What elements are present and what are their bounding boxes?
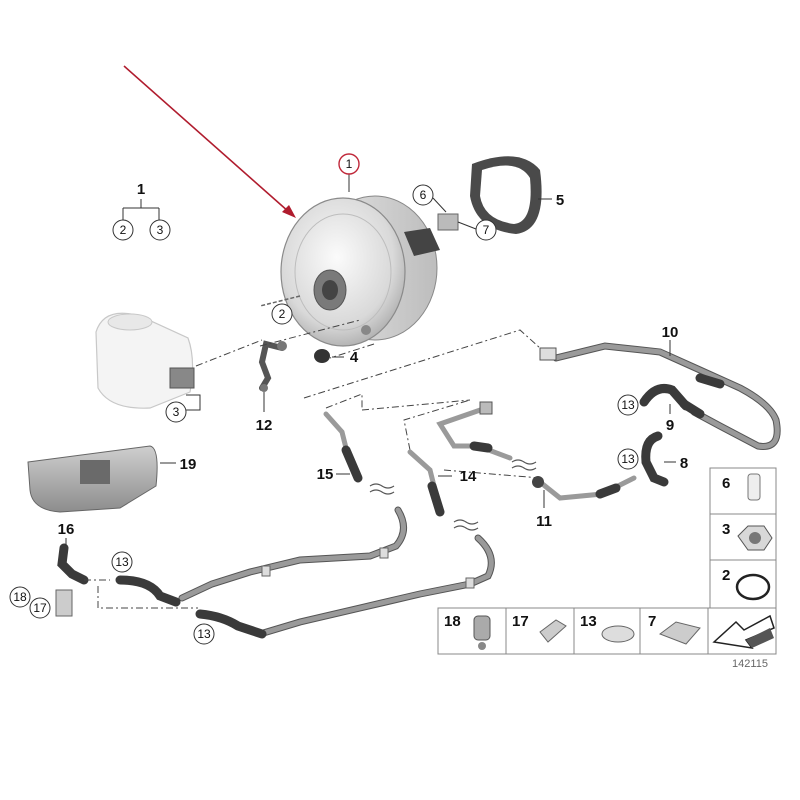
callout-18: 18 bbox=[13, 590, 27, 604]
legend-7: 7 bbox=[648, 613, 656, 630]
assembly-tree: 1 2 3 bbox=[112, 181, 171, 241]
callout-13-b: 13 bbox=[621, 452, 635, 466]
callout-7: 7 bbox=[483, 223, 490, 237]
callout-14: 14 bbox=[460, 468, 477, 485]
callout-2-booster: 2 bbox=[279, 307, 286, 321]
callout-13-d: 13 bbox=[197, 627, 211, 641]
gasket bbox=[470, 156, 542, 234]
legend-18: 18 bbox=[444, 613, 461, 630]
callout-9: 9 bbox=[666, 417, 674, 434]
tree-label-2: 2 bbox=[120, 223, 127, 237]
legend-row: 18 17 13 7 bbox=[437, 607, 777, 655]
tree-label-3: 3 bbox=[157, 223, 164, 237]
callout-5: 5 bbox=[556, 192, 564, 209]
catalog-number: 142115 bbox=[732, 658, 768, 670]
legend-3: 3 bbox=[722, 521, 730, 538]
callout-8: 8 bbox=[680, 455, 688, 472]
callout-13-a: 13 bbox=[621, 398, 635, 412]
hose-9 bbox=[639, 384, 691, 411]
callout-15: 15 bbox=[317, 466, 334, 483]
vacuum-pipe-10 bbox=[539, 342, 781, 450]
legend-2: 2 bbox=[722, 567, 730, 584]
callout-6: 6 bbox=[420, 188, 427, 202]
brake-booster bbox=[259, 195, 459, 347]
callout-19: 19 bbox=[180, 456, 197, 473]
callout-13-c: 13 bbox=[115, 555, 129, 569]
callout-12: 12 bbox=[256, 417, 273, 434]
washer-4 bbox=[314, 349, 330, 363]
legend-6: 6 bbox=[722, 475, 730, 492]
callout-3-reservoir: 3 bbox=[173, 405, 180, 419]
sensor-16 bbox=[55, 543, 89, 617]
pointer-arrow bbox=[123, 65, 296, 218]
tree-label-1: 1 bbox=[137, 181, 145, 198]
cover-19 bbox=[27, 445, 158, 513]
pipe-14 bbox=[407, 401, 513, 517]
legend-17: 17 bbox=[512, 613, 529, 630]
callout-11: 11 bbox=[536, 513, 552, 530]
callout-16: 16 bbox=[58, 521, 75, 538]
legend-13: 13 bbox=[580, 613, 597, 630]
pipe-break-marks bbox=[369, 459, 537, 531]
fluid-reservoir bbox=[95, 312, 195, 409]
legend-column: 6 3 2 bbox=[709, 467, 777, 609]
pipe-15 bbox=[323, 411, 363, 483]
callout-1: 1 bbox=[346, 157, 353, 171]
vacuum-fitting-12 bbox=[258, 340, 287, 392]
hose-8 bbox=[641, 431, 669, 487]
pipe-11 bbox=[532, 475, 637, 501]
callout-17: 17 bbox=[33, 601, 47, 615]
long-vacuum-lines bbox=[115, 506, 495, 639]
callout-4: 4 bbox=[350, 349, 359, 366]
callout-10: 10 bbox=[662, 324, 679, 341]
